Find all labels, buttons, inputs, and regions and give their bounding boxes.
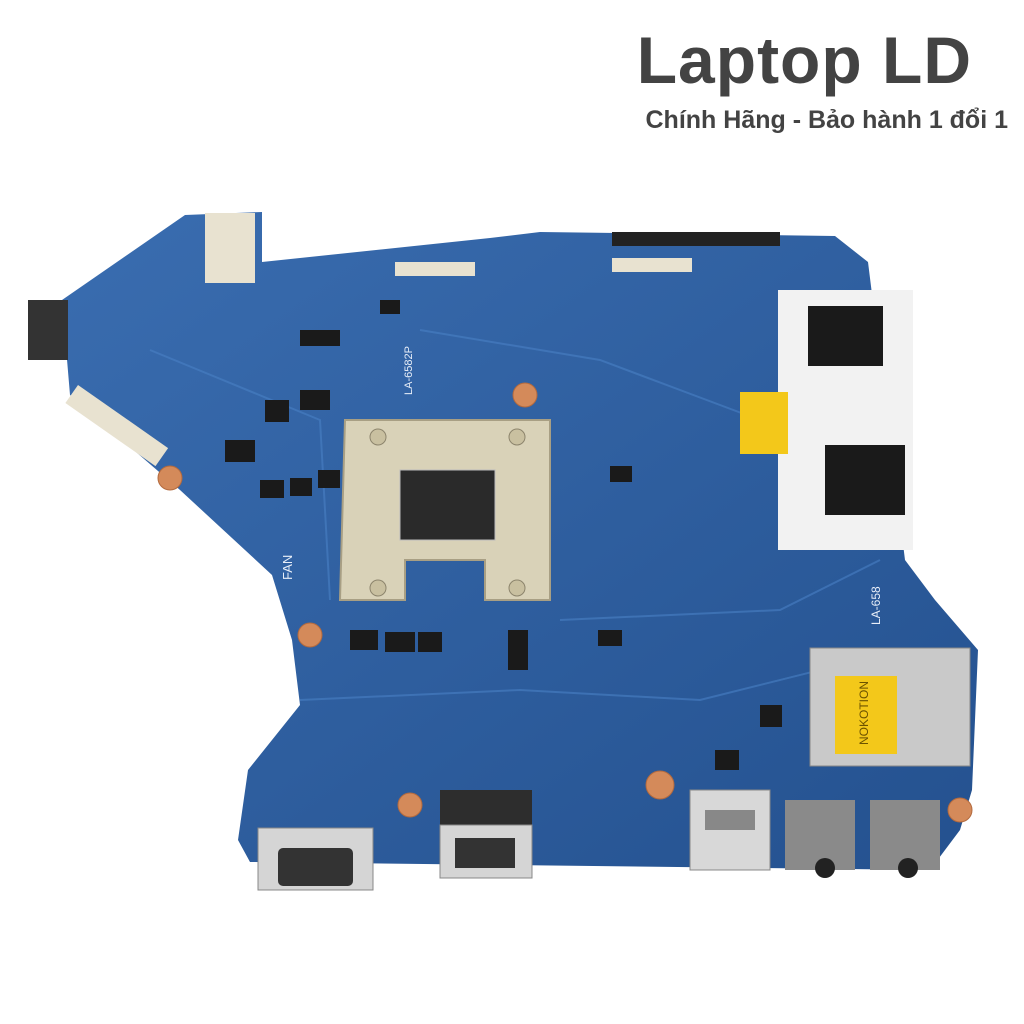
- flex-connector: [395, 262, 475, 276]
- audio-jack: [870, 800, 940, 870]
- brand-title: Laptop LD: [636, 23, 972, 97]
- brand-subtitle: Chính Hãng - Bảo hành 1 đổi 1: [645, 106, 1009, 134]
- ram-chip: [808, 306, 883, 366]
- cpu-socket: [399, 469, 496, 541]
- pcb-traces: [149, 329, 901, 702]
- board-model-label: LA-6582P: [403, 346, 415, 395]
- card-reader-sticker: [835, 676, 897, 754]
- flex-connector: [65, 385, 169, 467]
- flex-connector: [612, 258, 692, 272]
- ram-chip: [825, 445, 905, 515]
- audio-jack: [785, 800, 855, 870]
- mounting-holes: [157, 382, 973, 823]
- battery-connector: [28, 300, 68, 360]
- sticker-label: NOKOTION: [857, 681, 871, 745]
- board-model-short-label: LA-658: [869, 586, 883, 625]
- fan-label: FAN: [280, 555, 295, 580]
- barcode-sticker: [740, 392, 788, 454]
- flex-connector: [205, 213, 255, 283]
- chips: [225, 300, 782, 770]
- top-connector: [612, 232, 780, 246]
